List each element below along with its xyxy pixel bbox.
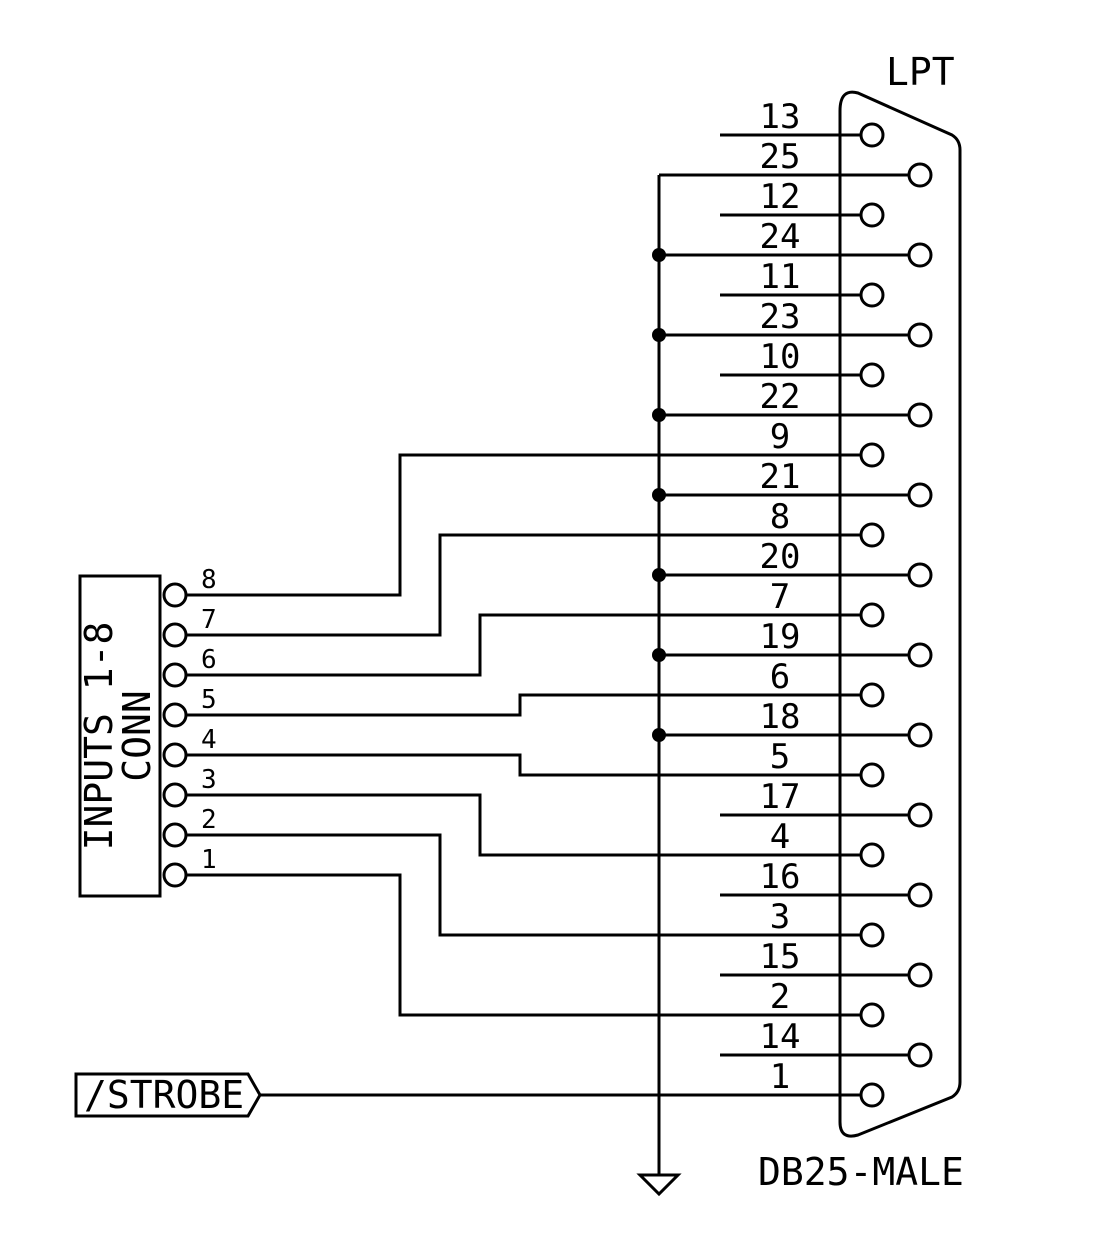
lpt-pin-number-21: 21: [760, 457, 801, 497]
wire-input-3: [187, 793, 861, 857]
lpt-pin-10: [859, 362, 885, 388]
ground-junctions: [652, 248, 666, 742]
lpt-pin-20: [907, 562, 933, 588]
lpt-pin-9: [859, 442, 885, 468]
inputs-pin-number-1: 1: [201, 845, 217, 875]
lpt-pin-number-19: 19: [760, 617, 801, 657]
junction-dot-19: [652, 648, 666, 662]
wire-input-4: [187, 753, 861, 777]
inputs-pin-8: [162, 582, 188, 608]
inputs-pin-7: [162, 622, 188, 648]
inputs-pin-numbers: 1 2 3 4 5 6 7 8: [201, 565, 217, 875]
strobe-flag: [74, 1072, 262, 1118]
wire-input-6: [187, 613, 861, 677]
inputs-pin-6: [162, 662, 188, 688]
inputs-pin-1: [162, 862, 188, 888]
inputs-conn-label-2: CONN: [115, 690, 159, 782]
lpt-pin-12: [859, 202, 885, 228]
lpt-pin-number-5: 5: [770, 737, 790, 777]
lpt-pin-number-17: 17: [760, 777, 801, 817]
lpt-pin-number-11: 11: [760, 257, 801, 297]
inputs-pin-5: [162, 702, 188, 728]
lpt-pin-number-4: 4: [770, 817, 790, 857]
lpt-pin-number-6: 6: [770, 657, 790, 697]
lpt-pin-23: [907, 322, 933, 348]
db25-body: [838, 90, 962, 1138]
lpt-pin-number-2: 2: [770, 977, 790, 1017]
junction-dot-21: [652, 488, 666, 502]
junction-dot-20: [652, 568, 666, 582]
wire-input-7: [187, 533, 861, 637]
ground-symbol: [636, 1173, 682, 1197]
lpt-pin-24: [907, 242, 933, 268]
inputs-conn-body: [78, 574, 162, 898]
lpt-pin-15: [907, 962, 933, 988]
lpt-pin-13: [859, 122, 885, 148]
junction-dot-22: [652, 408, 666, 422]
lpt-pin-19: [907, 642, 933, 668]
lpt-pin-number-9: 9: [770, 417, 790, 457]
lpt-title: LPT: [886, 50, 955, 94]
lpt-pin-number-18: 18: [760, 697, 801, 737]
db25-part-label: DB25-MALE: [758, 1150, 964, 1194]
inputs-pin-number-4: 4: [201, 725, 217, 755]
lpt-pin-1: [859, 1082, 885, 1108]
lpt-pin-number-7: 7: [770, 577, 790, 617]
lpt-pin-22: [907, 402, 933, 428]
lpt-pin-2: [859, 1002, 885, 1028]
lpt-pin-8: [859, 522, 885, 548]
lpt-pin-stubs: [659, 133, 909, 1057]
lpt-pin-number-24: 24: [760, 217, 801, 257]
inputs-pin-number-2: 2: [201, 805, 217, 835]
inputs-conn-label-1: INPUTS 1-8: [77, 622, 121, 851]
lpt-pin-number-10: 10: [760, 337, 801, 377]
inputs-pin-3: [162, 782, 188, 808]
lpt-pin-3: [859, 922, 885, 948]
inputs-pin-number-8: 8: [201, 565, 217, 595]
junction-dot-24: [652, 248, 666, 262]
lpt-pin-18: [907, 722, 933, 748]
inputs-pin-2: [162, 822, 188, 848]
inputs-pin-4: [162, 742, 188, 768]
lpt-pin-number-25: 25: [760, 137, 801, 177]
lpt-pin-number-14: 14: [760, 1017, 801, 1057]
inputs-pin-number-5: 5: [201, 685, 217, 715]
junction-dot-18: [652, 728, 666, 742]
lpt-pin-21: [907, 482, 933, 508]
lpt-pin-number-8: 8: [770, 497, 790, 537]
lpt-pin-numbers: 1325122411231022921820719618517416315214…: [760, 97, 801, 1097]
inputs-pin-number-7: 7: [201, 605, 217, 635]
lpt-pin-16: [907, 882, 933, 908]
lpt-pin-number-13: 13: [760, 97, 801, 137]
lpt-pin-number-23: 23: [760, 297, 801, 337]
lpt-pin-number-1: 1: [770, 1057, 790, 1097]
inputs-pin-circles: [162, 582, 188, 888]
inputs-pin-number-3: 3: [201, 765, 217, 795]
strobe-label: /STROBE: [84, 1073, 244, 1117]
lpt-pin-circles: [859, 122, 933, 1108]
inputs-pin-number-6: 6: [201, 645, 217, 675]
lpt-pin-number-12: 12: [760, 177, 801, 217]
wire-input-2: [187, 833, 861, 937]
lpt-pin-7: [859, 602, 885, 628]
lpt-pin-number-22: 22: [760, 377, 801, 417]
lpt-pin-number-20: 20: [760, 537, 801, 577]
lpt-pin-number-3: 3: [770, 897, 790, 937]
wire-input-5: [187, 693, 861, 717]
junction-dot-23: [652, 328, 666, 342]
lpt-pin-5: [859, 762, 885, 788]
lpt-pin-11: [859, 282, 885, 308]
lpt-pin-25: [907, 162, 933, 188]
lpt-pin-14: [907, 1042, 933, 1068]
wire-input-1: [187, 873, 861, 1017]
lpt-pin-6: [859, 682, 885, 708]
lpt-pin-17: [907, 802, 933, 828]
lpt-pin-4: [859, 842, 885, 868]
wire-input-8: [187, 453, 861, 597]
lpt-pin-number-15: 15: [760, 937, 801, 977]
lpt-pin-number-16: 16: [760, 857, 801, 897]
